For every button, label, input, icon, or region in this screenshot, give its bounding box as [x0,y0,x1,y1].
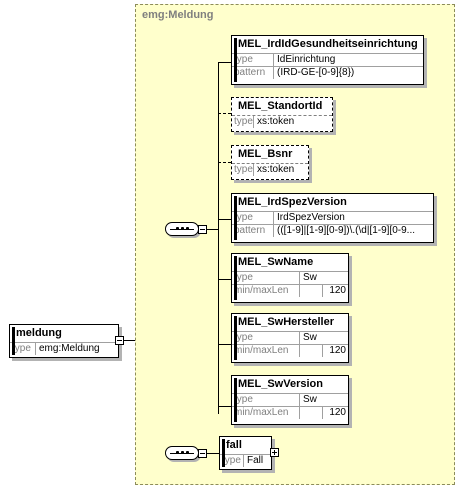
element-mel-irdidgesundheitseinrichtung[interactable]: MEL_IrdIdGesundheitseinrichtung type IdE… [231,35,424,85]
element-bar [234,316,237,360]
pattern-row: pattern (IRD-GE-[0-9]{8}) [232,66,423,79]
element-name: MEL_StandortId [238,100,323,112]
row-number: 120 [322,345,348,357]
element-name: MEL_Bsnr [238,148,293,160]
row-key: pattern [232,67,274,79]
element-bar [234,38,237,82]
type-row: type Sw [232,393,348,406]
row-key: type [232,54,274,66]
row-value: xs:token [257,164,295,175]
pattern-row: pattern (([1-9]|[1-9][0-9])\.(\d|[1-9][0… [232,224,433,237]
type-row: type Sw [232,271,348,284]
group-title: emg:Meldung [142,9,214,21]
row-key: type [234,164,254,176]
type-row: type emg:Meldung [10,342,118,355]
root-element-meldung[interactable]: meldung type emg:Meldung [9,324,119,358]
element-mel-swname[interactable]: MEL_SwName type Sw min/maxLen 120 [231,253,349,303]
collapse-toggle-root[interactable] [115,336,124,345]
connector [218,62,231,63]
element-mel-standortid[interactable]: MEL_StandortId type xs:token [231,97,333,132]
type-row: type IrdSpezVersion [232,211,433,224]
row-number: 120 [322,407,348,419]
connector [218,279,231,280]
type-row: type xs:token [232,115,332,128]
type-row: type Sw [232,331,348,344]
row-value: IdEinrichtung [277,54,336,65]
connector-optional [218,113,231,114]
connector [207,229,218,230]
row-key: min/maxLen [232,407,300,419]
sequence-compositor-icon[interactable] [165,222,199,236]
type-row: type Fall [220,454,271,467]
row-value [300,345,322,357]
row-value: Sw [303,272,317,283]
connector [207,453,219,454]
maxlen-row: min/maxLen 120 [232,284,348,297]
collapse-toggle-sequence[interactable] [198,449,207,458]
connector [218,219,231,220]
element-name: meldung [16,327,62,339]
connector-optional [218,162,231,163]
row-key: type [232,212,274,224]
row-key: min/maxLen [232,345,300,357]
connector [218,62,219,414]
element-fall[interactable]: fall type Fall [219,436,272,470]
row-key: min/maxLen [232,285,300,297]
type-key: type [10,343,36,355]
row-value: Sw [303,394,317,405]
maxlen-row: min/maxLen 120 [232,406,348,419]
element-name: MEL_SwHersteller [238,316,334,328]
type-row: type xs:token [232,163,308,176]
type-value: emg:Meldung [39,343,100,354]
sequence-compositor-icon[interactable] [165,446,199,460]
element-mel-swversion[interactable]: MEL_SwVersion type Sw min/maxLen 120 [231,375,349,425]
element-bar [222,439,225,467]
element-bar [234,256,237,300]
row-number: 120 [322,285,348,297]
connector [218,344,231,345]
collapse-toggle-sequence[interactable] [198,225,207,234]
row-value: (([1-9]|[1-9][0-9])\.(\d|[1-9][0-9... [277,225,416,236]
row-key: type [232,272,300,284]
row-value: Fall [247,455,264,466]
row-value: IrdSpezVersion [277,212,345,223]
element-mel-irdspezversion[interactable]: MEL_IrdSpezVersion type IrdSpezVersion p… [231,193,434,243]
row-key: type [234,116,254,128]
row-value: (IRD-GE-[0-9]{8}) [277,67,355,78]
element-name: MEL_IrdIdGesundheitseinrichtung [238,38,418,50]
element-name: MEL_IrdSpezVersion [238,196,347,208]
maxlen-row: min/maxLen 120 [232,344,348,357]
expand-toggle-fall[interactable] [270,448,279,457]
connector [218,406,231,407]
element-bar [234,196,237,240]
row-key: pattern [232,225,274,237]
element-mel-bsnr[interactable]: MEL_Bsnr type xs:token [231,145,309,180]
row-value: xs:token [257,116,295,127]
element-bar [234,378,237,422]
row-key: type [232,394,300,406]
row-value [300,285,322,297]
row-key: type [232,332,300,344]
element-name: MEL_SwVersion [238,378,323,390]
element-bar [12,327,15,355]
type-row: type IdEinrichtung [232,53,423,66]
element-name: fall [226,439,242,451]
row-value: Sw [303,332,317,343]
element-mel-swhersteller[interactable]: MEL_SwHersteller type Sw min/maxLen 120 [231,313,349,363]
element-name: MEL_SwName [238,256,314,268]
row-value [300,407,322,419]
row-key: type [220,455,244,467]
